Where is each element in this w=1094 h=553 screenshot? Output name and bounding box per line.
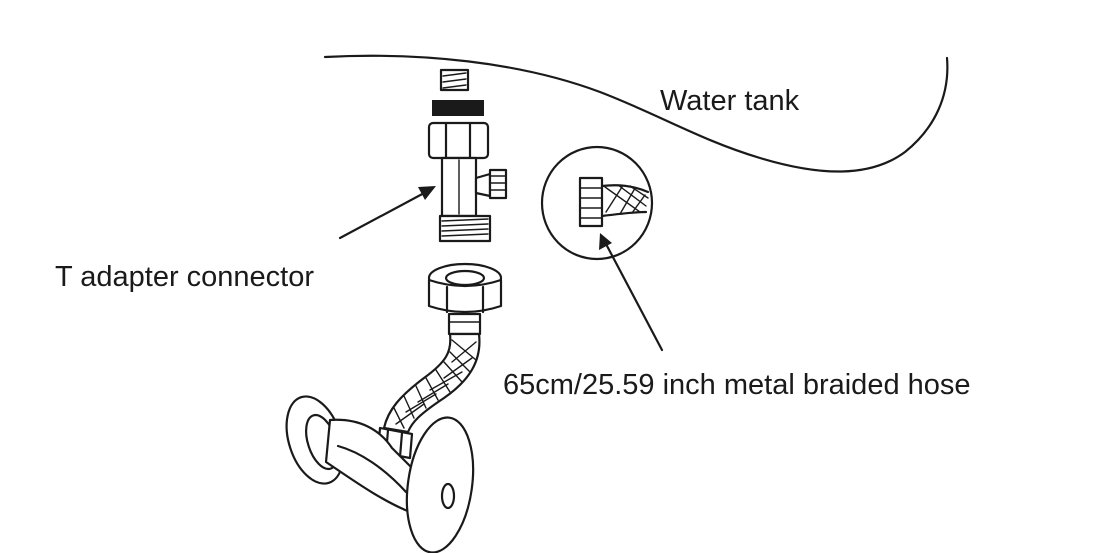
hose-arrow xyxy=(599,233,664,352)
t-adapter-arrow xyxy=(338,186,436,240)
hose-detail-magnifier xyxy=(540,145,654,261)
hose-label: 65cm/25.59 inch metal braided hose xyxy=(503,369,971,401)
tank-threaded-stub xyxy=(439,68,470,92)
t-adapter-label: T adapter connector xyxy=(55,261,315,293)
water-tank-outline xyxy=(323,54,949,173)
t-adapter-body xyxy=(427,121,508,243)
angle-valve xyxy=(285,395,475,553)
water-tank-label: Water tank xyxy=(660,85,800,117)
sealing-washer xyxy=(432,100,484,116)
